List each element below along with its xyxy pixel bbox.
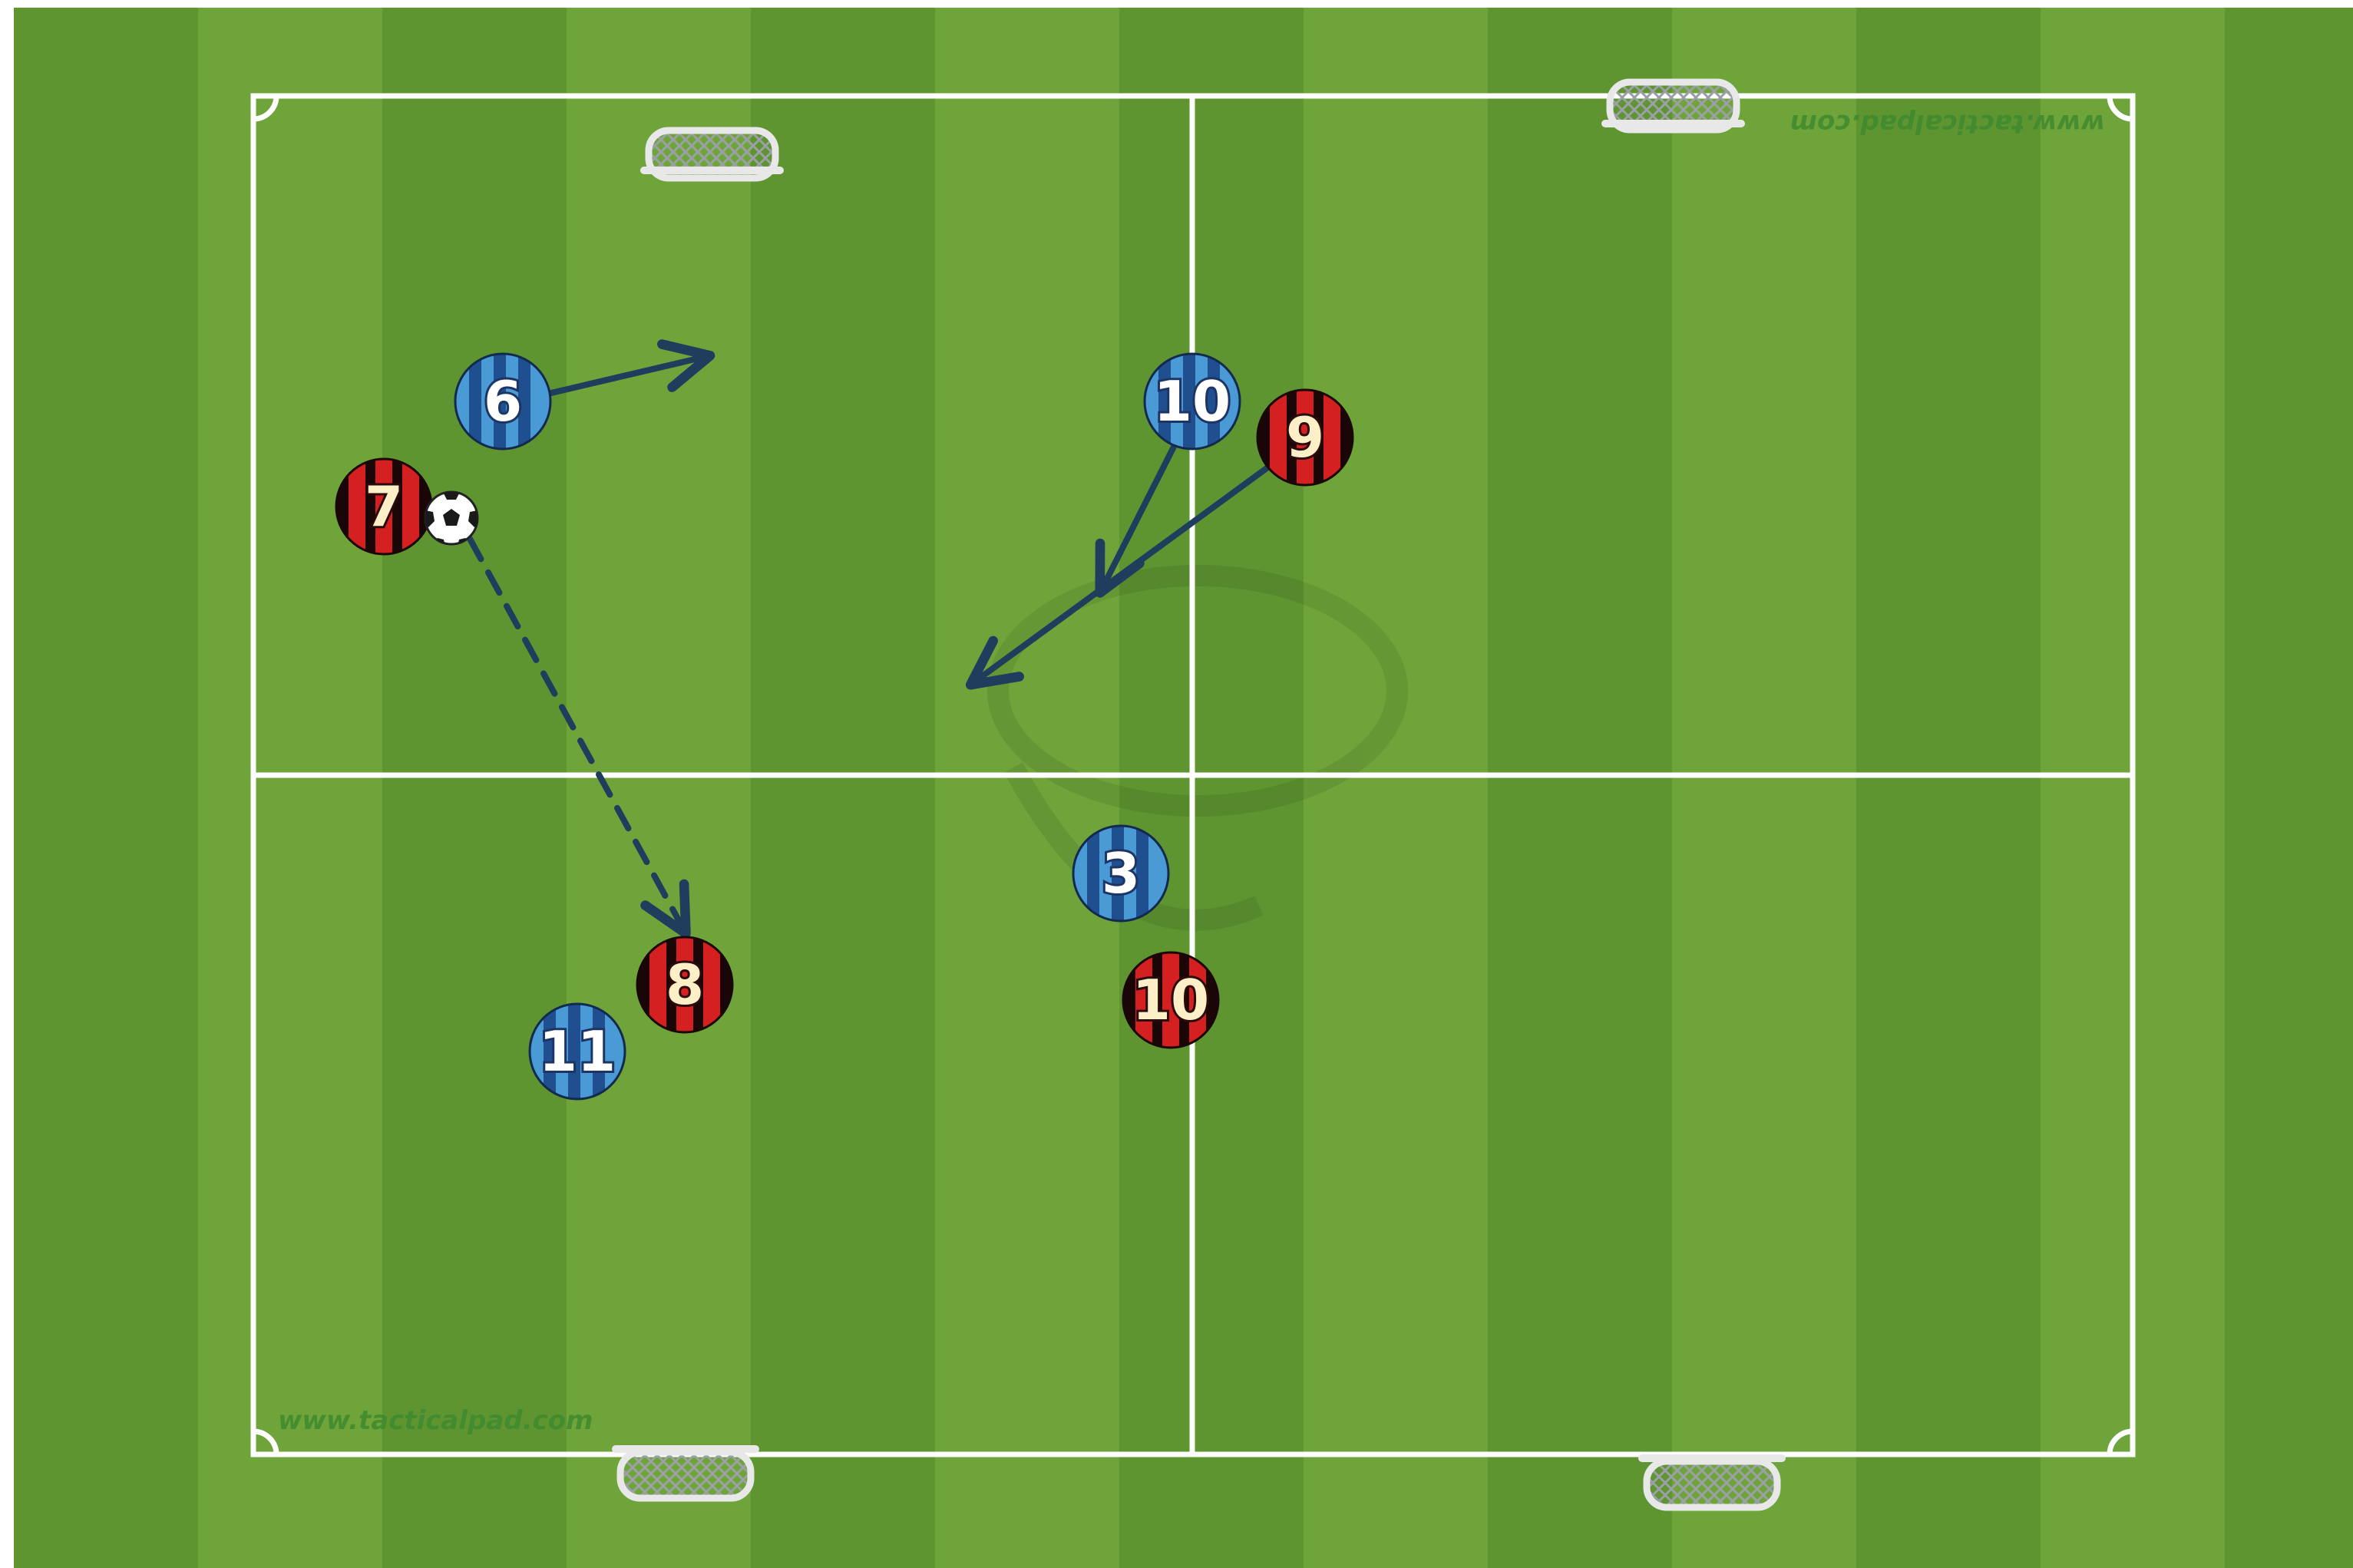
player-number: 8 <box>666 952 704 1017</box>
player-number: 7 <box>365 474 403 539</box>
player-number: 6 <box>484 369 522 434</box>
player-red-9[interactable]: 9 <box>1257 390 1353 485</box>
mini-goal-icon <box>616 1449 755 1498</box>
watermark-top-right: www.tacticalpad.com <box>1790 108 2105 139</box>
mini-goal-icon <box>644 130 780 178</box>
player-blue-11[interactable]: 11 <box>530 1004 625 1099</box>
player-number: 10 <box>1154 369 1231 434</box>
player-blue-10[interactable]: 10 <box>1145 354 1240 449</box>
player-blue-3[interactable]: 3 <box>1073 826 1168 921</box>
player-number: 10 <box>1132 968 1209 1032</box>
watermark-bottom-left: www.tacticalpad.com <box>278 1405 593 1436</box>
player-number: 3 <box>1102 841 1140 906</box>
player-number: 9 <box>1286 405 1324 470</box>
mini-goal-icon <box>1605 82 1741 130</box>
player-blue-6[interactable]: 6 <box>455 354 550 449</box>
mini-goal-icon <box>1642 1458 1782 1507</box>
player-red-10[interactable]: 10 <box>1123 952 1218 1048</box>
player-red-7[interactable]: 7 <box>336 459 431 554</box>
player-red-8[interactable]: 8 <box>637 937 732 1032</box>
player-number: 11 <box>539 1019 616 1084</box>
